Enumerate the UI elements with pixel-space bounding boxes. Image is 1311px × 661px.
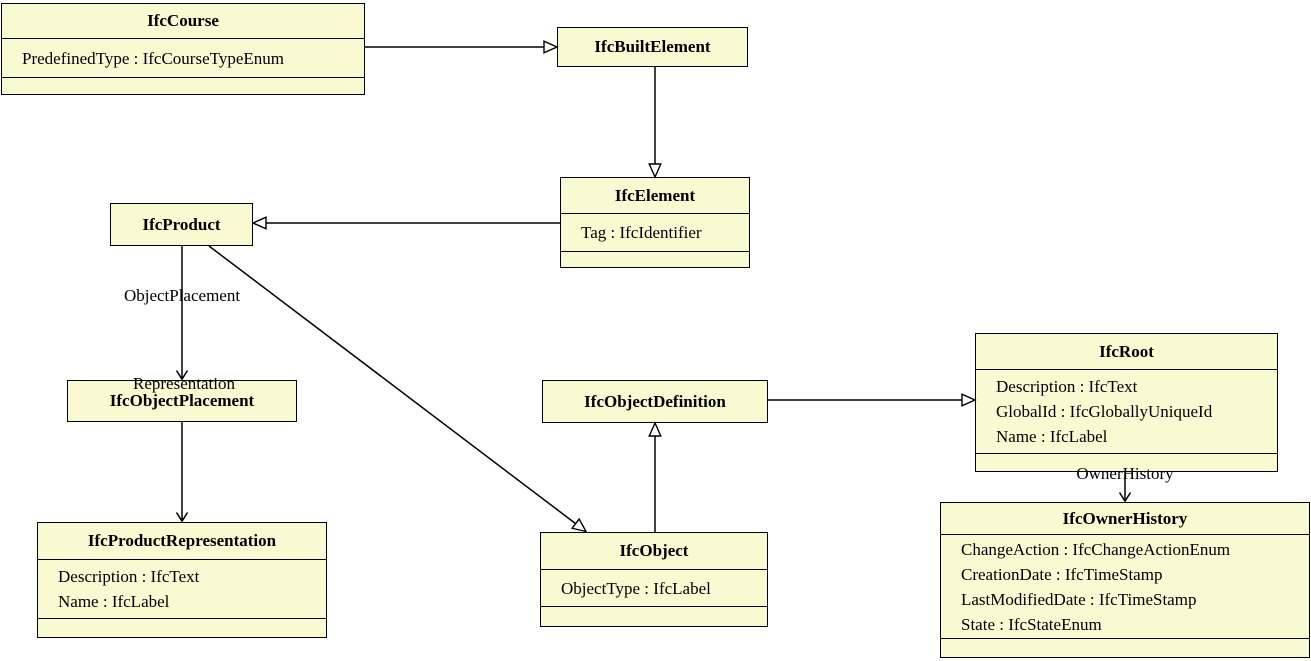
class-empty-compartment xyxy=(2,77,364,94)
class-title: IfcBuiltElement xyxy=(594,37,711,56)
edge-label-owner-history: OwnerHistory xyxy=(1076,464,1174,483)
class-ifc-course: IfcCourse PredefinedType : IfcCourseType… xyxy=(1,3,365,95)
class-attributes: Description : IfcText GlobalId : IfcGlob… xyxy=(976,369,1277,453)
class-title: IfcRoot xyxy=(1099,341,1154,361)
class-title: IfcOwnerHistory xyxy=(1062,508,1188,528)
class-title: IfcObject xyxy=(619,541,689,560)
class-empty-compartment xyxy=(941,638,1309,657)
class-attribute: Tag : IfcIdentifier xyxy=(581,223,702,242)
edge-label-object-placement: ObjectPlacement xyxy=(123,286,241,305)
class-title: IfcCourse xyxy=(147,11,219,30)
class-title: IfcProduct xyxy=(142,214,221,234)
class-empty-compartment xyxy=(561,251,749,267)
inheritance-arrowhead-icon xyxy=(648,421,662,437)
class-attributes: Description : IfcText Name : IfcLabel xyxy=(38,559,326,618)
class-ifc-product: IfcProduct xyxy=(110,203,253,246)
class-attribute: PredefinedType : IfcCourseTypeEnum xyxy=(22,48,284,68)
class-attribute: LastModifiedDate : IfcTimeStamp xyxy=(961,589,1197,609)
class-ifc-root: IfcRoot Description : IfcText GlobalId :… xyxy=(975,333,1278,472)
association-arrowhead-icon xyxy=(175,512,189,523)
class-empty-compartment xyxy=(38,618,326,637)
inheritance-arrowhead-icon xyxy=(543,40,559,54)
class-attribute: GlobalId : IfcGloballyUniqueId xyxy=(996,402,1213,421)
edge-ifcelement-to-ifcproduct xyxy=(251,216,560,230)
class-title: IfcProductRepresentation xyxy=(87,531,277,550)
class-attribute: Description : IfcText xyxy=(996,377,1138,396)
class-attributes: PredefinedType : IfcCourseTypeEnum xyxy=(2,38,364,77)
class-title: IfcElement xyxy=(614,185,696,205)
class-ifc-object-definition: IfcObjectDefinition xyxy=(542,380,768,423)
class-attribute: CreationDate : IfcTimeStamp xyxy=(961,564,1163,584)
edge-ifcobjectdefinition-to-ifcroot xyxy=(768,393,977,407)
class-ifc-owner-history: IfcOwnerHistory ChangeAction : IfcChange… xyxy=(940,502,1310,658)
edge-ifcproduct-to-ifcobjectplacement xyxy=(175,246,189,381)
inheritance-arrowhead-icon xyxy=(251,216,267,230)
class-ifc-product-representation: IfcProductRepresentation Description : I… xyxy=(37,522,327,638)
class-attributes: Tag : IfcIdentifier xyxy=(561,213,749,251)
inheritance-arrowhead-icon xyxy=(961,393,977,407)
class-attributes: ObjectType : IfcLabel xyxy=(541,569,767,606)
edge-label-representation: Representation xyxy=(133,374,235,393)
class-title: IfcObjectDefinition xyxy=(584,391,726,411)
class-attribute: Name : IfcLabel xyxy=(58,592,170,611)
class-attribute: ObjectType : IfcLabel xyxy=(561,578,711,598)
class-attribute: Description : IfcText xyxy=(58,567,200,586)
association-arrowhead-icon xyxy=(1118,492,1132,503)
edge-ifccourse-to-ifcbuiltelement xyxy=(365,40,559,54)
class-attributes: ChangeAction : IfcChangeActionEnum Creat… xyxy=(941,534,1309,638)
edge-ifcbuiltelement-to-ifcelement xyxy=(648,67,662,179)
class-attribute: State : IfcStateEnum xyxy=(961,614,1102,634)
edge-representation-to-ifcproductrepresentation xyxy=(175,422,189,523)
class-ifc-element: IfcElement Tag : IfcIdentifier xyxy=(560,177,750,268)
edge-ifcobject-to-ifcobjectdefinition xyxy=(648,421,662,532)
class-empty-compartment xyxy=(976,453,1277,471)
class-ifc-built-element: IfcBuiltElement xyxy=(557,27,748,67)
class-attribute: ChangeAction : IfcChangeActionEnum xyxy=(961,539,1231,559)
class-empty-compartment xyxy=(541,606,767,626)
class-ifc-object: IfcObject ObjectType : IfcLabel xyxy=(540,532,768,627)
class-attribute: Name : IfcLabel xyxy=(996,427,1108,446)
inheritance-arrowhead-icon xyxy=(648,163,662,179)
